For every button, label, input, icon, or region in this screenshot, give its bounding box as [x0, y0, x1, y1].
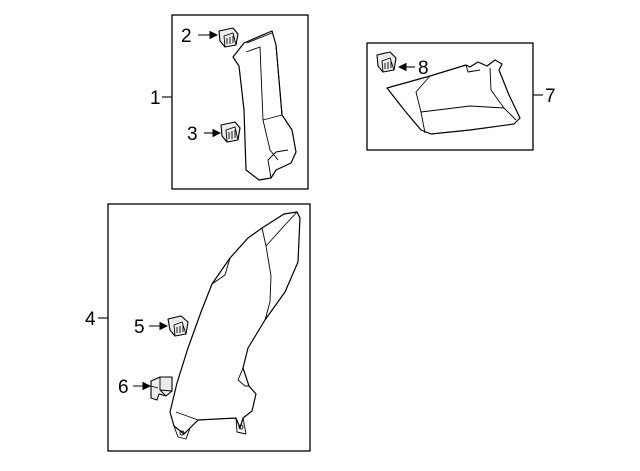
sill-trim-panel: [386, 59, 521, 135]
group-pillar-lower: 4 5 6: [85, 203, 311, 452]
group-sill-trim: 7 8: [366, 42, 556, 151]
group-pillar-upper: 1 2 3: [150, 14, 309, 190]
clip-5-icon: [167, 315, 189, 337]
clip-8-icon: [376, 51, 397, 73]
group-4-frame: [107, 203, 311, 452]
clip-3-icon: [220, 121, 241, 143]
clip-2-icon: [218, 27, 239, 48]
clip-6-icon: [150, 376, 173, 401]
pillar-trim-upper: [232, 30, 297, 181]
callout-6: 6: [118, 377, 129, 398]
callout-1: 1: [150, 88, 161, 109]
callout-5: 5: [134, 317, 145, 338]
callout-8: 8: [418, 58, 429, 79]
callout-4: 4: [85, 309, 96, 330]
callout-3: 3: [187, 124, 198, 145]
group-1-frame: [171, 14, 309, 190]
callout-7: 7: [545, 86, 556, 107]
pillar-trim-lower: [169, 211, 301, 440]
group-7-frame: [366, 42, 534, 151]
callout-2: 2: [181, 26, 192, 47]
